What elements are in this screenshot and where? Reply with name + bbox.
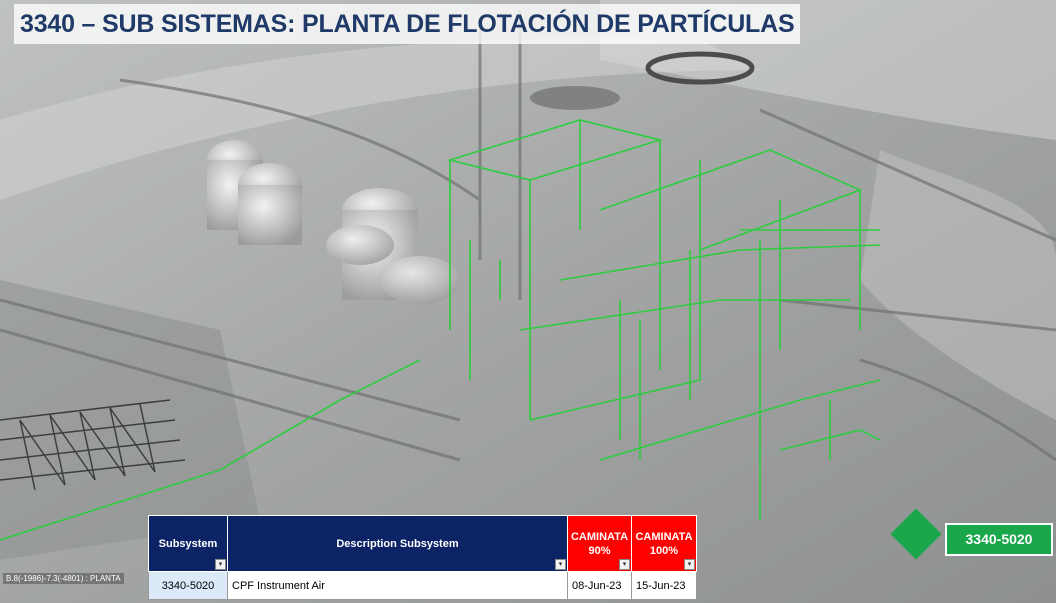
header-caminata-90[interactable]: CAMINATA 90% ▾ [567, 515, 632, 572]
filter-dropdown-icon[interactable]: ▾ [684, 559, 695, 570]
header-description[interactable]: Description Subsystem ▾ [227, 515, 568, 572]
subsystem-badge: 3340-5020 [945, 523, 1053, 556]
header-caminata-90-pct: 90% [588, 544, 611, 557]
filter-dropdown-icon[interactable]: ▾ [619, 559, 630, 570]
filter-dropdown-icon[interactable]: ▾ [215, 559, 226, 570]
header-subsystem[interactable]: Subsystem ▾ [148, 515, 228, 572]
header-caminata-100-pct: 100% [649, 544, 679, 557]
header-caminata-100[interactable]: CAMINATA 100% ▾ [631, 515, 697, 572]
cell-description[interactable]: CPF Instrument Air [227, 571, 568, 600]
cell-caminata-100[interactable]: 15-Jun-23 [631, 571, 697, 600]
subsystem-table: Subsystem ▾ Description Subsystem ▾ CAMI… [148, 515, 697, 600]
header-subsystem-label: Subsystem [158, 537, 218, 550]
header-caminata-90-title: CAMINATA [570, 530, 629, 543]
header-caminata-100-title: CAMINATA [635, 530, 693, 543]
model-view-caption: B.8(-1986)-7.3(-4801) : PLANTA [3, 573, 124, 584]
header-description-label: Description Subsystem [336, 537, 459, 550]
page-title: 3340 – SUB SISTEMAS: PLANTA DE FLOTACIÓN… [14, 4, 801, 44]
table-row: 3340-5020 CPF Instrument Air 08-Jun-23 1… [148, 571, 697, 600]
cell-caminata-90[interactable]: 08-Jun-23 [567, 571, 632, 600]
cell-subsystem[interactable]: 3340-5020 [148, 571, 228, 600]
filter-dropdown-icon[interactable]: ▾ [555, 559, 566, 570]
